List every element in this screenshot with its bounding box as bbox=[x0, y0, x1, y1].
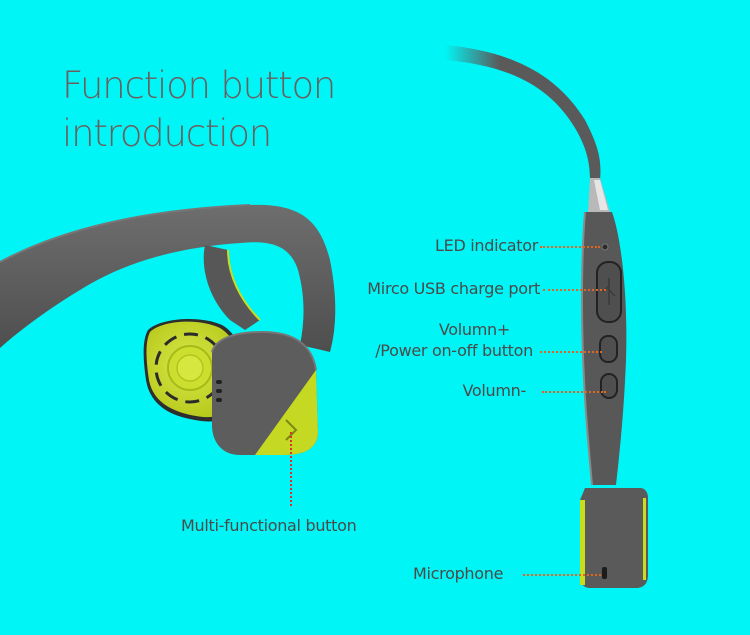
microphone-leader bbox=[523, 574, 601, 576]
right-neckband bbox=[445, 45, 648, 588]
volume-up-label-line1: Volumn+ bbox=[438, 320, 510, 339]
power-button-label-line2: /Power on-off button bbox=[375, 341, 533, 360]
usb-port-label: Mirco USB charge port bbox=[367, 279, 540, 298]
volume-down-label: Volumn- bbox=[462, 381, 527, 400]
multi-function-button-label: Multi-functional button bbox=[181, 516, 357, 535]
volume-down-leader bbox=[542, 391, 606, 393]
led-indicator-label: LED indicator bbox=[435, 236, 538, 255]
left-headband bbox=[0, 204, 336, 352]
title-line-2: introduction bbox=[62, 112, 272, 155]
volume-up-leader bbox=[540, 351, 602, 353]
left-control-block bbox=[211, 330, 318, 455]
led-indicator-leader bbox=[540, 246, 600, 248]
usb-port-leader bbox=[543, 289, 606, 291]
page-title: Function button introduction bbox=[62, 62, 336, 158]
multi-button-leader bbox=[290, 432, 292, 506]
title-line-1: Function button bbox=[62, 64, 336, 107]
microphone-label: Microphone bbox=[413, 564, 504, 583]
